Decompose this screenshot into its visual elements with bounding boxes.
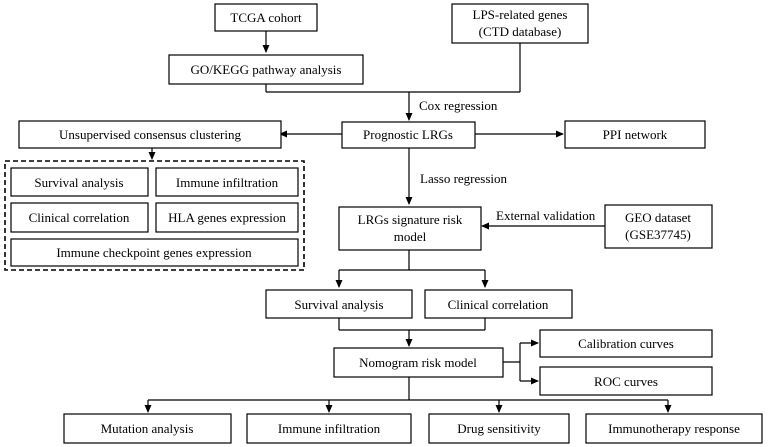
node-clinical-correlation-cluster: Clinical correlation [10, 202, 149, 233]
node-lrgs-signature-risk-model: LRGs signature risk model [338, 206, 482, 251]
node-lps-genes: LPS-related genes (CTD database) [451, 3, 589, 44]
node-label: Immune infiltration [176, 175, 279, 190]
node-label: Immune checkpoint genes expression [56, 245, 252, 260]
node-label: Drug sensitivity [457, 421, 541, 436]
node-label: (CTD database) [479, 24, 562, 39]
node-label: Calibration curves [578, 336, 674, 351]
node-label: TCGA cohort [230, 10, 302, 25]
node-immune-infiltration-model: Immune infiltration [246, 413, 412, 444]
node-ppi-network: PPI network [564, 120, 706, 149]
node-mutation-analysis: Mutation analysis [63, 413, 232, 444]
connectors [144, 31, 672, 413]
node-calibration-curves: Calibration curves [539, 329, 713, 358]
node-label: Clinical correlation [448, 297, 549, 312]
node-prognostic-lrgs: Prognostic LRGs [341, 121, 476, 149]
clustering-results-group [4, 160, 305, 271]
node-roc-curves: ROC curves [539, 366, 713, 396]
node-tcga-cohort: TCGA cohort [214, 3, 318, 32]
node-label: (GSE37745) [625, 227, 691, 242]
node-label: HLA genes expression [168, 210, 286, 225]
node-label: model [394, 229, 427, 244]
node-label: LRGs signature risk [358, 212, 463, 227]
node-hla-genes-expression: HLA genes expression [155, 202, 299, 233]
node-label: GO/KEGG pathway analysis [191, 62, 342, 77]
node-consensus-clustering: Unsupervised consensus clustering [18, 120, 282, 149]
edge-label-cox: Cox regression [419, 98, 498, 113]
node-go-kegg-analysis: GO/KEGG pathway analysis [168, 54, 364, 85]
edge-label-external: External validation [496, 208, 596, 223]
node-label: Prognostic LRGs [363, 127, 453, 142]
node-nomogram-risk-model: Nomogram risk model [333, 347, 504, 378]
node-immunotherapy-response: Immunotherapy response [585, 413, 763, 444]
edge-label-lasso: Lasso regression [420, 171, 508, 186]
node-label: Survival analysis [34, 175, 123, 190]
node-geo-dataset: GEO dataset (GSE37745) [604, 204, 713, 249]
node-label: Immunotherapy response [608, 421, 740, 436]
node-survival-analysis-cluster: Survival analysis [10, 167, 149, 197]
node-survival-analysis-model: Survival analysis [265, 289, 413, 319]
node-immune-infiltration-cluster: Immune infiltration [155, 167, 299, 197]
node-label: ROC curves [594, 374, 658, 389]
node-label: Clinical correlation [29, 210, 130, 225]
node-drug-sensitivity: Drug sensitivity [428, 413, 570, 444]
node-label: Survival analysis [294, 297, 383, 312]
node-label: PPI network [603, 127, 668, 142]
node-label: Nomogram risk model [359, 355, 477, 370]
node-label: Mutation analysis [101, 421, 194, 436]
node-clinical-correlation-model: Clinical correlation [424, 289, 573, 319]
node-label: LPS-related genes [473, 7, 568, 22]
node-label: Immune infiltration [278, 421, 381, 436]
node-label: Unsupervised consensus clustering [59, 127, 241, 142]
node-immune-checkpoint-expression: Immune checkpoint genes expression [10, 238, 299, 267]
node-label: GEO dataset [625, 210, 691, 225]
